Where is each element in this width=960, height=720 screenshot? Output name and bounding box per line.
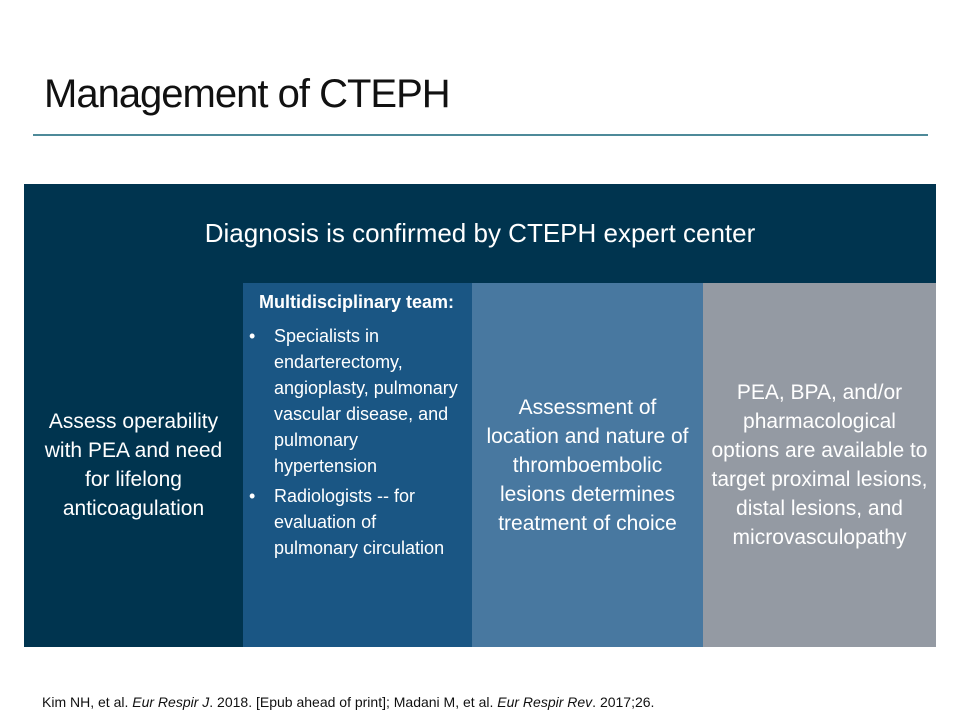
title-divider [33, 134, 928, 136]
team-heading: Multidisciplinary team: [258, 292, 455, 312]
team-list-item: • Specialists in endarterectomy, angiopl… [249, 323, 464, 479]
column-operability: Assess operability with PEA and need for… [24, 283, 243, 647]
citation-text: Kim NH, et al. [42, 694, 133, 710]
column-treatment-options-text: PEA, BPA, and/or pharmacological options… [711, 381, 928, 549]
diagnosis-header-text: Diagnosis is confirmed by CTEPH expert c… [204, 218, 756, 248]
column-assessment-text: Assessment of location and nature of thr… [486, 395, 689, 535]
column-assessment: Assessment of location and nature of thr… [472, 283, 703, 647]
citation-text: . 2018. [Epub ahead of print]; Madani M,… [209, 694, 498, 710]
team-list-item-text: Specialists in endarterectomy, angioplas… [274, 326, 458, 476]
citation-text: . 2017;26. [592, 694, 655, 710]
team-list-item-text: Radiologists -- for evaluation of pulmon… [274, 486, 445, 558]
bullet-icon: • [249, 486, 256, 506]
column-treatment-options: PEA, BPA, and/or pharmacological options… [703, 283, 936, 647]
column-multidisciplinary-team: Multidisciplinary team: • Specialists in… [243, 283, 472, 647]
diagnosis-header: Diagnosis is confirmed by CTEPH expert c… [24, 184, 936, 283]
citation: Kim NH, et al. Eur Respir J. 2018. [Epub… [42, 694, 654, 710]
citation-journal: Eur Respir Rev [497, 694, 593, 710]
team-list-item: • Radiologists -- for evaluation of pulm… [249, 483, 464, 561]
slide-title: Management of CTEPH [44, 72, 451, 116]
bullet-icon: • [249, 326, 256, 346]
column-operability-text: Assess operability with PEA and need for… [44, 410, 223, 520]
management-panel: Diagnosis is confirmed by CTEPH expert c… [24, 184, 936, 647]
team-list: • Specialists in endarterectomy, angiopl… [249, 323, 464, 561]
citation-journal: Eur Respir J [132, 694, 210, 710]
